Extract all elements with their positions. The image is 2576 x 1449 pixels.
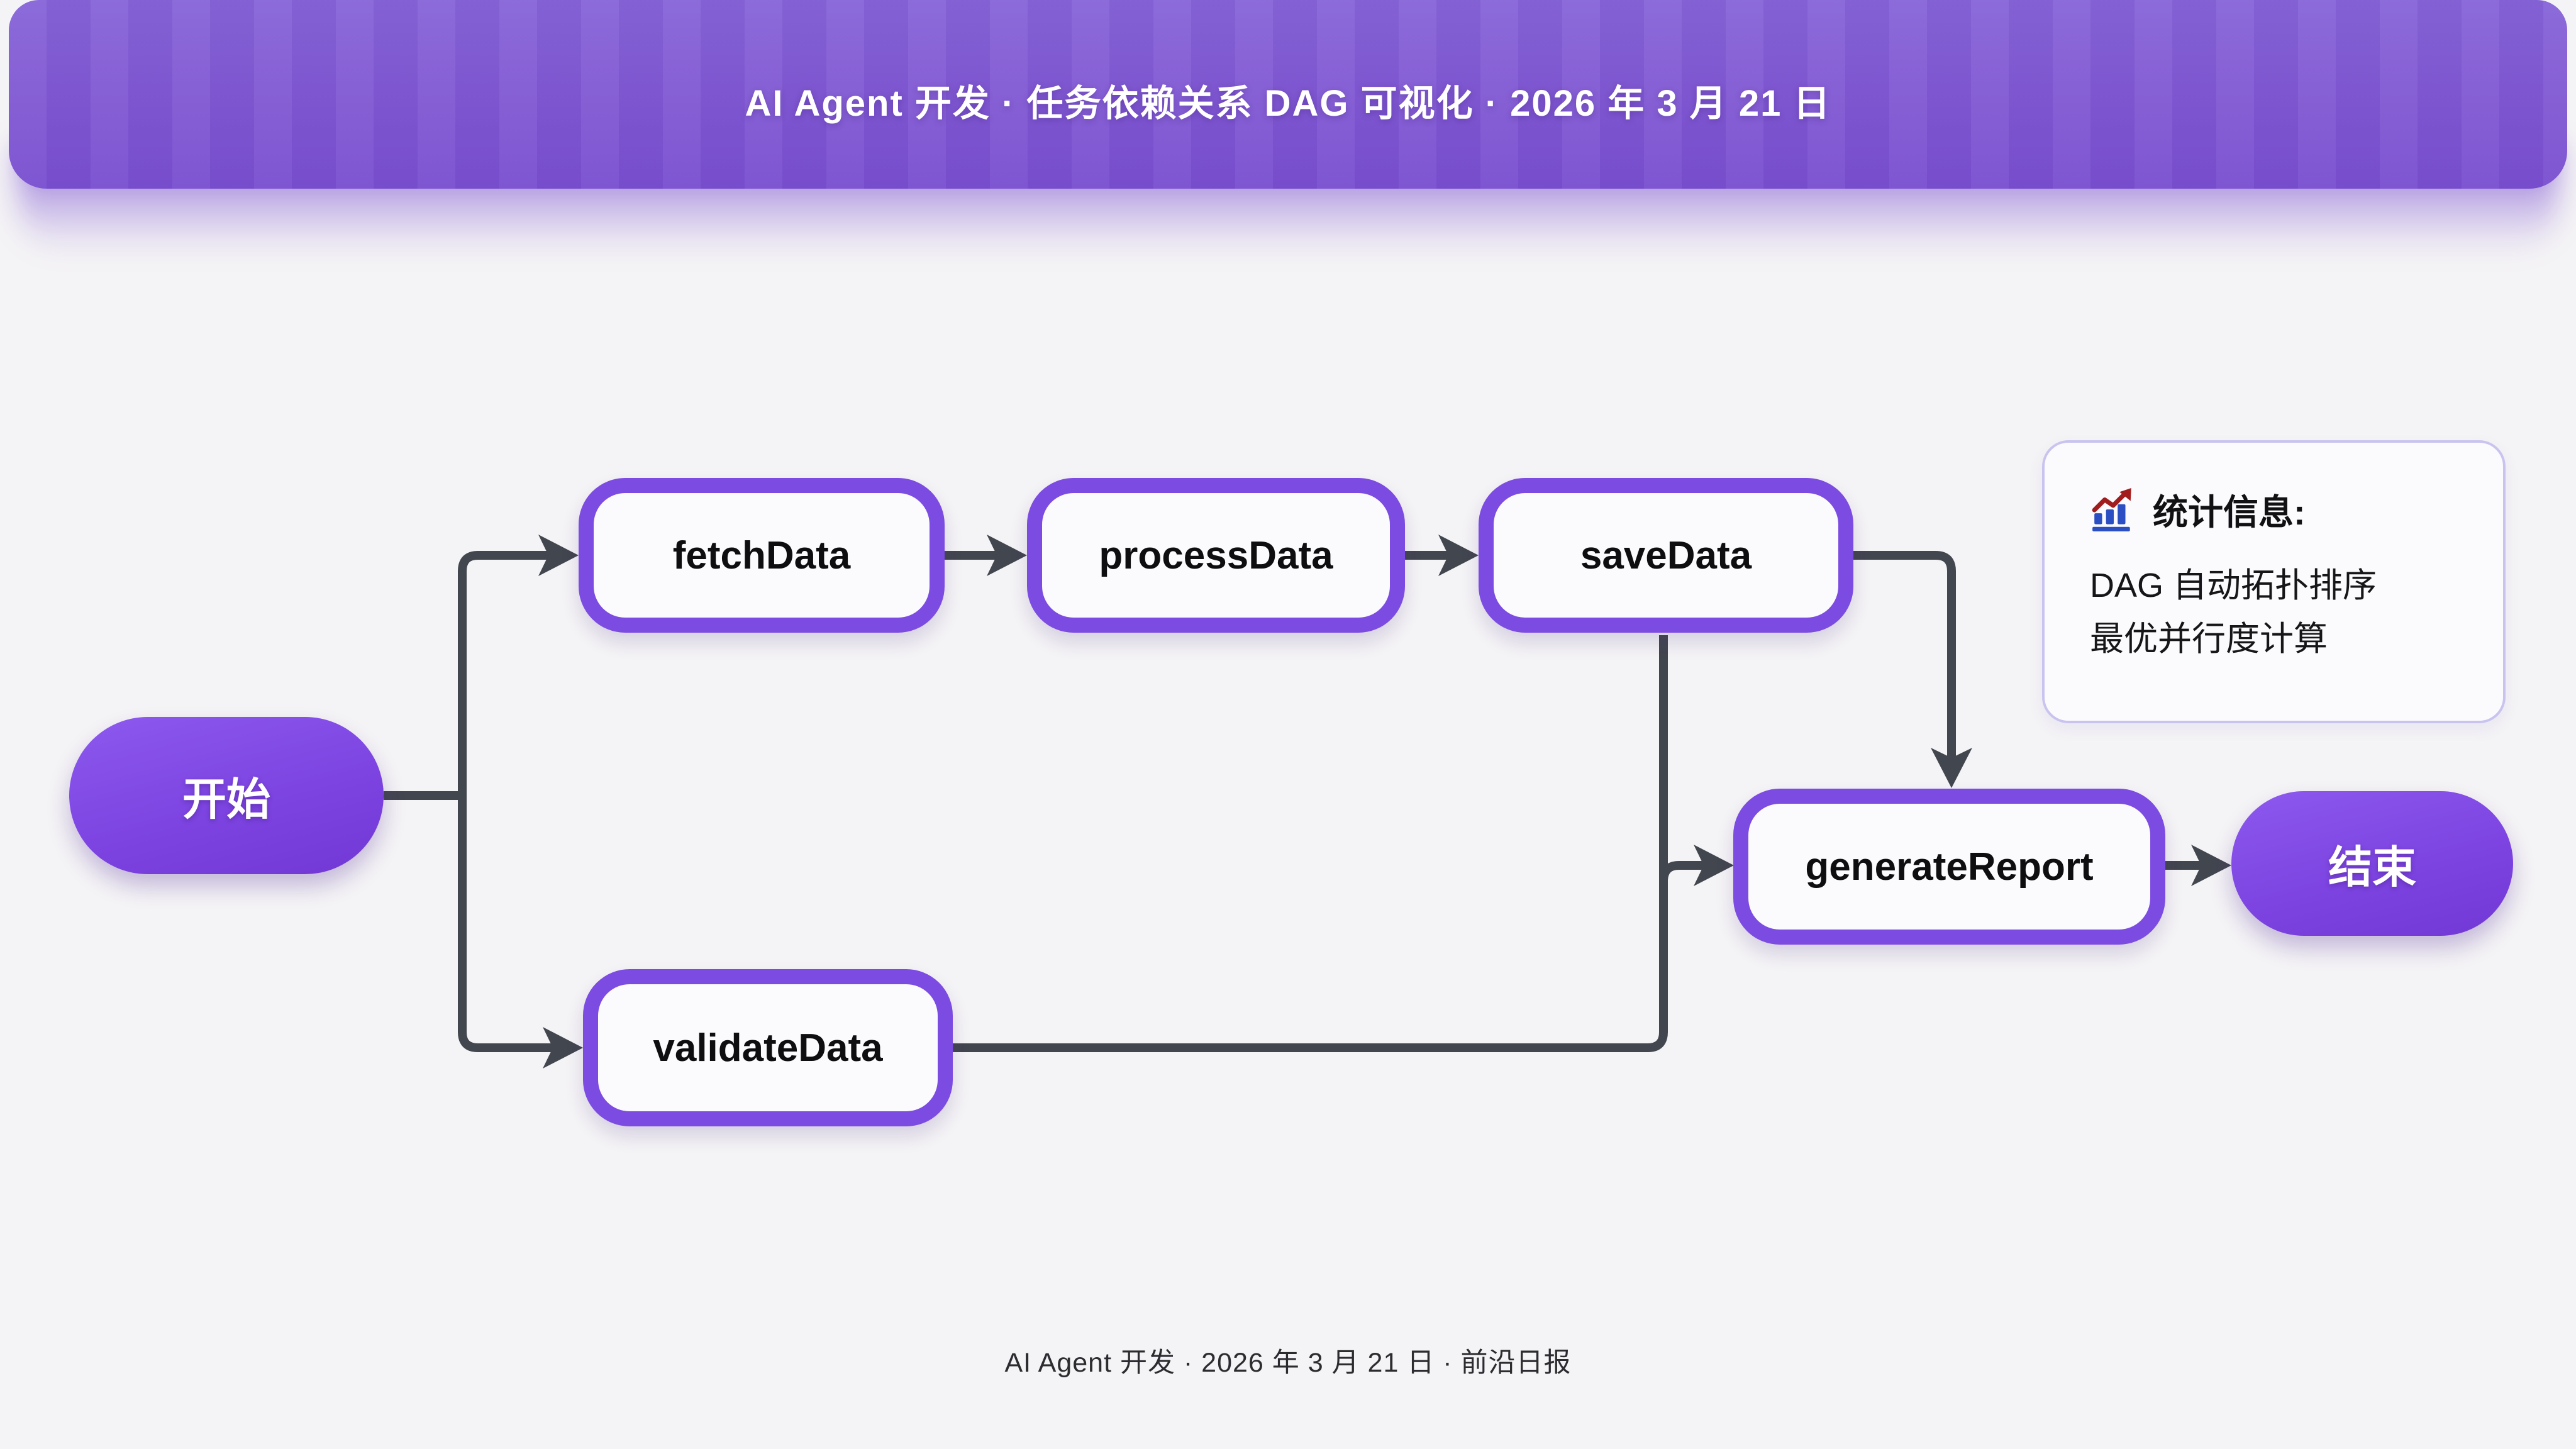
node-end: 结束 (2231, 791, 2513, 936)
stats-title-row: 统计信息: (2090, 484, 2472, 535)
stats-panel: 统计信息: DAG 自动拓扑排序 最优并行度计算 (2042, 440, 2506, 723)
node-savedata-label: saveData (1580, 533, 1752, 577)
edge-saveData-generateReport-top (1853, 551, 1972, 788)
node-generatereport-label: generateReport (1805, 845, 2094, 889)
edge-start-validateData (458, 796, 583, 1069)
node-savedata: saveData (1479, 478, 1853, 633)
node-fetchdata: fetchData (579, 478, 945, 633)
node-processdata: processData (1027, 478, 1405, 633)
stats-title: 统计信息: (2153, 492, 2306, 532)
page-title: AI Agent 开发 · 任务依赖关系 DAG 可视化 · 2026 年 3 … (745, 83, 1831, 124)
node-validatedata-label: validateData (653, 1026, 883, 1070)
node-start: 开始 (69, 717, 384, 874)
stats-line-topology: DAG 自动拓扑排序 (2090, 567, 2377, 604)
edge-validateData-generateReport (953, 845, 1734, 1052)
bar-chart-increasing-icon (2092, 487, 2131, 531)
edge-fetchData-processData (945, 535, 1027, 576)
node-generatereport: generateReport (1733, 789, 2165, 945)
edge-generateReport-end (2165, 845, 2231, 886)
stats-line-parallelism: 最优并行度计算 (2090, 619, 2328, 658)
node-validatedata: validateData (583, 969, 953, 1126)
node-fetchdata-label: fetchData (672, 533, 851, 577)
header-banner: AI Agent 开发 · 任务依赖关系 DAG 可视化 · 2026 年 3 … (9, 0, 2567, 189)
edge-start-fetchData (384, 535, 579, 800)
node-end-label: 结束 (2328, 842, 2416, 892)
node-processdata-label: processData (1099, 533, 1333, 577)
edge-processData-saveData (1405, 535, 1479, 576)
node-start-label: 开始 (182, 774, 270, 824)
footer-caption: AI Agent 开发 · 2026 年 3 月 21 日 · 前沿日报 (1004, 1348, 1572, 1378)
